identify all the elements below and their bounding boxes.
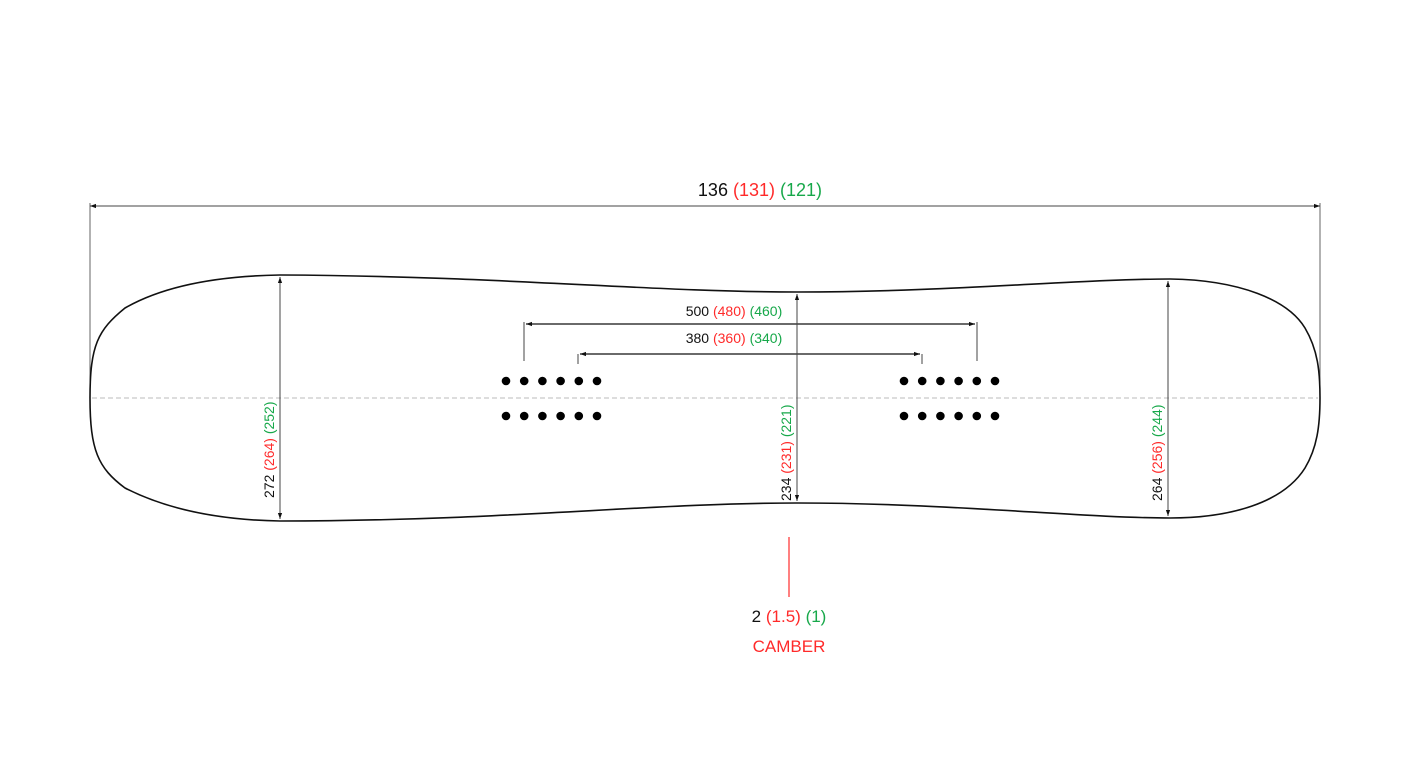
insert-hole: [519, 411, 529, 421]
insert-hole: [501, 376, 511, 386]
camber-indicator: 2 (1.5) (1) CAMBER: [752, 537, 827, 656]
board-outline: [89, 274, 1321, 522]
insert-hole: [917, 376, 927, 386]
stance-max-label: 500 (480) (460): [686, 303, 783, 319]
insert-hole: [954, 376, 963, 386]
stance-max-dimension: 500 (480) (460): [523, 303, 978, 361]
binding-inserts: [501, 376, 1000, 421]
insert-hole: [899, 411, 909, 421]
insert-hole: [556, 411, 565, 421]
insert-hole: [990, 376, 1000, 386]
waist-width-label: 234 (231) (221): [778, 404, 794, 501]
camber-value: 2 (1.5) (1): [752, 607, 827, 626]
camber-label: CAMBER: [753, 637, 826, 656]
tail-width-dimension: 264 (256) (244): [1149, 281, 1171, 516]
insert-hole: [954, 411, 963, 421]
insert-hole: [538, 376, 547, 386]
tail-width-label: 264 (256) (244): [1149, 404, 1165, 501]
overall-length-label: 136 (131) (121): [698, 180, 822, 200]
insert-hole: [519, 376, 529, 386]
insert-hole: [972, 376, 982, 386]
insert-hole: [574, 376, 584, 386]
insert-hole: [972, 411, 982, 421]
insert-hole: [556, 376, 565, 386]
nose-width-label: 272 (264) (252): [261, 401, 277, 498]
insert-hole: [936, 411, 945, 421]
insert-hole: [574, 411, 584, 421]
stance-min-label: 380 (360) (340): [686, 330, 783, 346]
overall-length-dimension: 136 (131) (121): [89, 180, 1321, 398]
insert-hole: [936, 376, 945, 386]
nose-width-dimension: 272 (264) (252): [261, 277, 283, 519]
waist-width-dimension: 234 (231) (221): [778, 294, 800, 501]
insert-hole: [501, 411, 511, 421]
stance-min-dimension: 380 (360) (340): [577, 330, 923, 364]
insert-hole: [592, 376, 602, 386]
insert-hole: [990, 411, 1000, 421]
insert-hole: [592, 411, 602, 421]
insert-hole: [899, 376, 909, 386]
insert-hole: [538, 411, 547, 421]
insert-hole: [917, 411, 927, 421]
